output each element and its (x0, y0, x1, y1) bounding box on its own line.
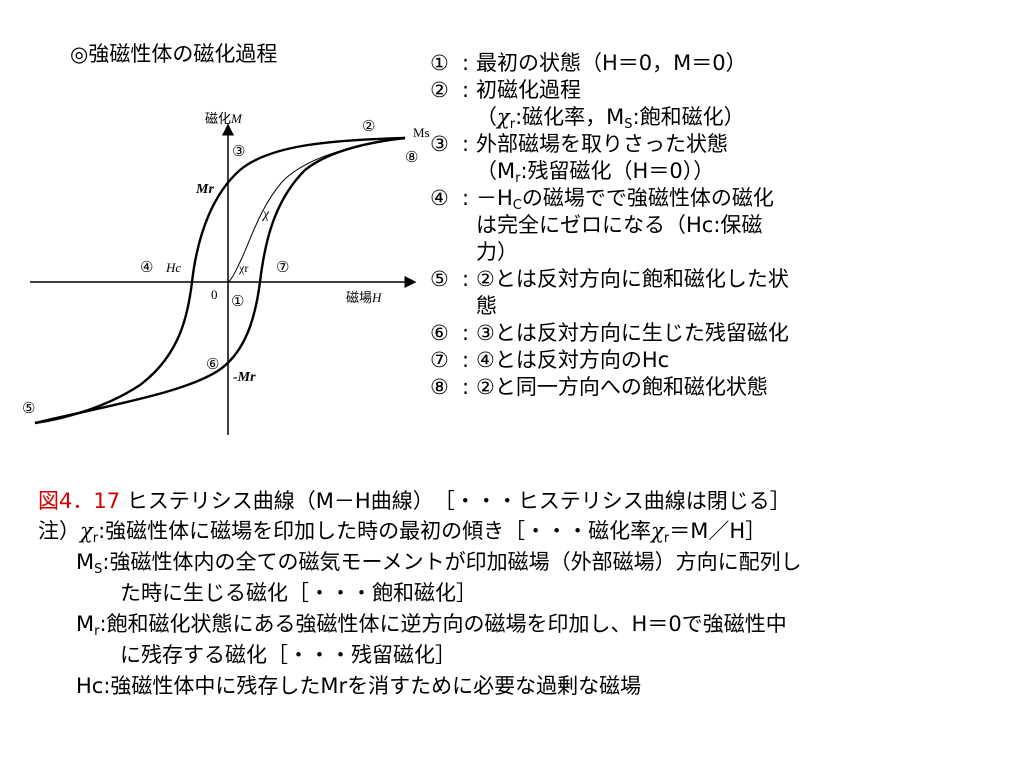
notes: 注）χr:強磁性体に磁場を印加した時の最初の傾き［・・・磁化率χr＝M／H］ M… (38, 516, 1018, 702)
svg-text:⑧: ⑧ (405, 150, 418, 166)
svg-text:磁場H: 磁場H (346, 290, 382, 305)
svg-text:①: ① (231, 294, 244, 310)
legend-item-4: ④:－HCの磁場でで強磁性体の磁化 (430, 186, 774, 213)
legend-item-5: ⑤:②とは反対方向に飽和磁化した状 (430, 267, 789, 291)
legend-item-8: ⑧:②と同一方向への飽和磁化状態 (430, 375, 768, 399)
svg-text:-Mr: -Mr (233, 370, 256, 385)
svg-text:χr: χr (238, 261, 248, 275)
svg-text:磁化M: 磁化M (205, 111, 243, 126)
state-legend: ①:最初の状態（H＝0，M＝0） ②:初磁化過程 （χr:磁化率，MS:飽和磁化… (430, 50, 1020, 401)
svg-text:Hc: Hc (165, 260, 181, 275)
initial-magnetization-curve (227, 137, 406, 283)
note-mr: Mr:飽和磁化状態にある強磁性体に逆方向の磁場を印加し、H＝0で強磁性中 (76, 612, 787, 639)
legend-item-4-cont-1: は完全にゼロになる（Hc:保磁 (476, 213, 763, 237)
legend-item-2-detail: （χr:磁化率，MS:飽和磁化） (476, 105, 745, 132)
svg-text:Mr: Mr (195, 182, 214, 197)
lower-branch-curve (34, 136, 406, 425)
figure-number: 図4．17 (38, 489, 121, 513)
legend-item-7: ⑦:④とは反対方向のHc (430, 348, 670, 372)
svg-text:⑤: ⑤ (22, 401, 35, 417)
svg-text:0: 0 (211, 287, 218, 302)
figure-caption: 図4．17 ヒステリシス曲線（M－H曲線） ［・・・ヒステリシス曲線は閉じる］ (38, 485, 791, 515)
legend-item-1: ①:最初の状態（H＝0，M＝0） (430, 51, 747, 75)
note-mr-cont: に残存する磁化［・・・残留磁化］ (120, 643, 456, 667)
svg-text:②: ② (362, 119, 375, 135)
legend-item-4-cont-2: 力） (476, 240, 518, 264)
note-ms: MS:強磁性体内の全ての磁気モーメントが印加磁場（外部磁場）方向に配列し (76, 550, 802, 577)
svg-text:④: ④ (140, 260, 153, 276)
svg-text:⑦: ⑦ (276, 260, 289, 276)
svg-text:Ms: Ms (413, 125, 430, 140)
hysteresis-diagram: 磁化M 磁場H 0 Ms Mr -Mr Hc χ χr ② ③ ⑧ ④ ⑦ ① … (0, 100, 430, 444)
page-title: ◎強磁性体の磁化過程 (70, 42, 278, 66)
svg-text:⑥: ⑥ (206, 357, 219, 373)
note-ms-cont: た時に生じる磁化［・・・飽和磁化］ (120, 581, 477, 605)
note-chi: 注）χr:強磁性体に磁場を印加した時の最初の傾き［・・・磁化率χr＝M／H］ (38, 519, 767, 546)
legend-item-6: ⑥:③とは反対方向に生じた残留磁化 (430, 321, 789, 345)
svg-text:χ: χ (261, 207, 270, 222)
caption-text: ヒステリシス曲線（M－H曲線） ［・・・ヒステリシス曲線は閉じる］ (126, 489, 791, 513)
legend-item-5-cont: 態 (476, 294, 497, 318)
legend-item-3: ③:外部磁場を取りさった状態 (430, 132, 728, 156)
note-hc: Hc:強磁性体中に残存したMrを消すために必要な過剰な磁場 (76, 674, 642, 698)
legend-item-2: ②:初磁化過程 (430, 78, 581, 102)
svg-text:③: ③ (232, 144, 245, 160)
upper-branch-curve (34, 136, 406, 425)
legend-item-3-detail: （Mr:残留磁化（H＝0）） (476, 159, 715, 186)
